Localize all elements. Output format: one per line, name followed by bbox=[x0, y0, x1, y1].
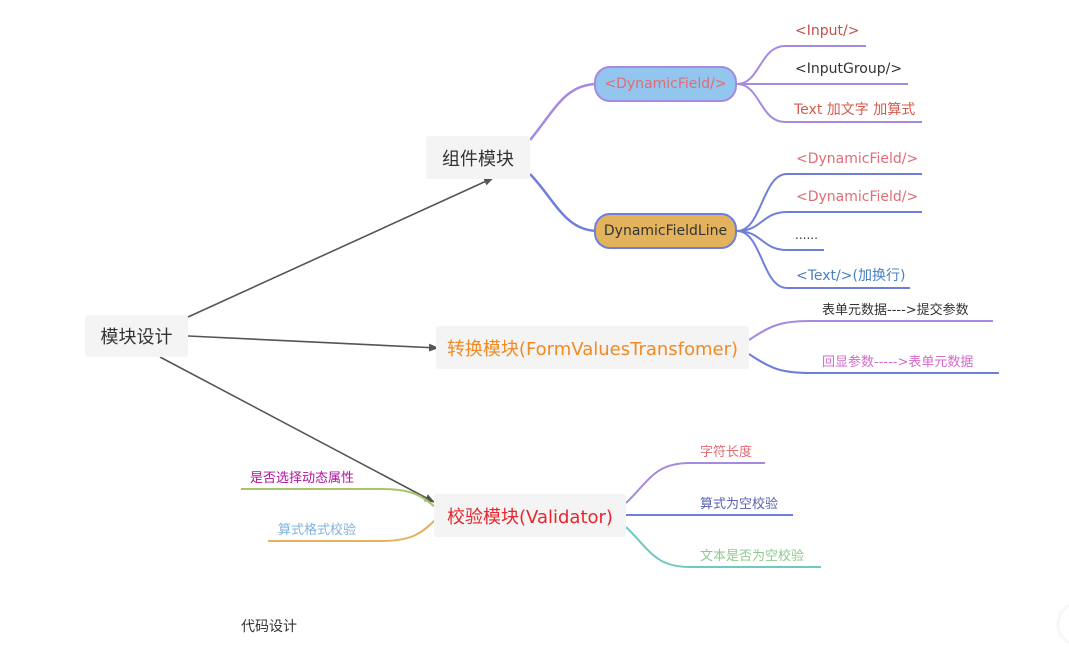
leaf-transform-echo: 回显参数----->表单元数据 bbox=[822, 355, 974, 370]
arrow-to-transform-module bbox=[187, 335, 439, 352]
branch-input bbox=[736, 45, 866, 85]
leaf-validator-dynamic-attr: 是否选择动态属性 bbox=[250, 471, 355, 486]
transform-module-node: 转换模块(FormValuesTransfomer) bbox=[436, 326, 749, 369]
leaf-validator-formula-format: 算式格式校验 bbox=[278, 523, 357, 538]
arrow-to-validator-module bbox=[159, 356, 435, 503]
dynamic-field-line-node: DynamicFieldLine bbox=[594, 213, 737, 249]
branch-validator-length bbox=[625, 462, 765, 504]
branch-line-text bbox=[736, 230, 910, 289]
leaf-validator-text-empty: 文本是否为空校验 bbox=[700, 549, 805, 564]
leaf-line-field-2: <DynamicField/> bbox=[796, 189, 919, 205]
arrow-to-component-module bbox=[187, 177, 494, 318]
branch-to-dynamic-field-line bbox=[529, 173, 599, 233]
leaf-text-formula: Text 加文字 加算式 bbox=[794, 102, 916, 118]
leaf-line-ellipsis: ...... bbox=[795, 228, 818, 242]
transform-module-label: 转换模块(FormValuesTransfomer) bbox=[446, 338, 739, 360]
branch-validator-formula-format bbox=[268, 519, 436, 542]
branch-transform-submit bbox=[748, 320, 993, 341]
branch-to-dynamic-field bbox=[529, 82, 599, 141]
branch-line-field-1 bbox=[736, 173, 922, 232]
root-node: 模块设计 bbox=[85, 315, 188, 357]
dynamic-field-line-label: DynamicFieldLine bbox=[603, 223, 728, 239]
dynamic-field-label: <DynamicField/> bbox=[604, 76, 727, 92]
leaf-input: <Input/> bbox=[795, 23, 860, 39]
leaf-validator-length: 字符长度 bbox=[700, 445, 753, 460]
leaf-line-field-1: <DynamicField/> bbox=[796, 151, 919, 167]
leaf-validator-formula-empty: 算式为空校验 bbox=[700, 497, 779, 512]
side-scroll-handle[interactable] bbox=[1059, 604, 1069, 644]
leaf-transform-submit: 表单元数据---->提交参数 bbox=[822, 303, 969, 318]
leaf-input-group: <InputGroup/> bbox=[795, 61, 903, 77]
component-module-node: 组件模块 bbox=[426, 136, 530, 179]
branch-line-ellipsis bbox=[736, 230, 824, 251]
branch-line-field-2 bbox=[736, 211, 922, 232]
leaf-line-text: <Text/>(加换行) bbox=[796, 268, 906, 284]
root-label: 模块设计 bbox=[100, 327, 173, 348]
branch-text-formula bbox=[736, 83, 922, 123]
section-heading-code-design: 代码设计 bbox=[241, 619, 297, 635]
branch-validator-dynamic-attr bbox=[241, 488, 436, 508]
dynamic-field-node: <DynamicField/> bbox=[594, 66, 737, 102]
branch-validator-text-empty bbox=[625, 526, 821, 568]
validator-module-node: 校验模块(Validator) bbox=[434, 494, 626, 537]
branch-transform-echo bbox=[748, 353, 999, 374]
validator-module-label: 校验模块(Validator) bbox=[447, 506, 613, 528]
component-module-label: 组件模块 bbox=[442, 148, 514, 170]
